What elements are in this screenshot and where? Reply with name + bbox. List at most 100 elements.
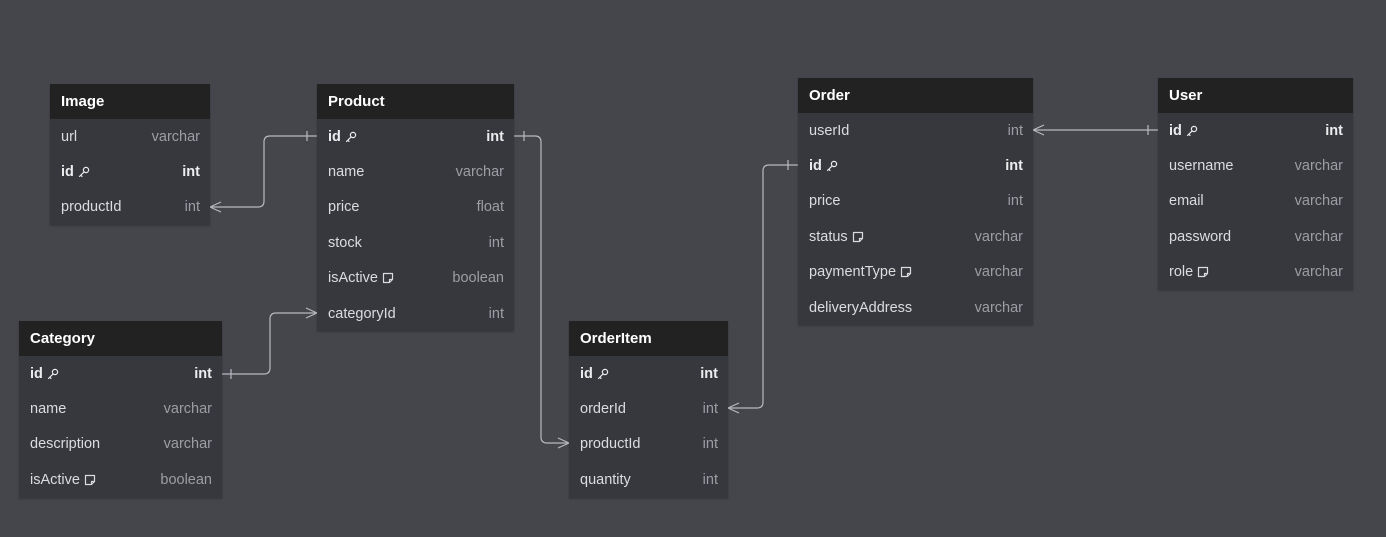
field-type: varchar [1294, 193, 1343, 210]
field-name: orderId [580, 401, 626, 417]
field-type: int [700, 365, 718, 382]
field-type: int [182, 164, 200, 181]
field-type: varchar [974, 264, 1023, 281]
field-name-text: id [809, 158, 822, 175]
product-field-price[interactable]: price float [317, 190, 514, 225]
field-name-text: url [61, 128, 78, 145]
field-name-text: name [30, 401, 67, 418]
field-name-text: userId [809, 122, 850, 139]
field-name: username [1169, 158, 1233, 174]
field-name: id [1169, 123, 1198, 139]
field-name: name [30, 401, 66, 417]
field-name: name [328, 164, 364, 180]
note-icon[interactable] [900, 266, 912, 278]
field-name-text: username [1169, 158, 1234, 175]
category-field-id[interactable]: id int [19, 356, 222, 391]
field-name: price [809, 193, 840, 209]
field-name-text: price [328, 199, 360, 216]
field-name: id [30, 366, 59, 382]
user-field-email[interactable]: email varchar [1158, 184, 1353, 219]
note-icon[interactable] [382, 272, 394, 284]
rel-product-category-line [222, 312, 317, 375]
table-header-user[interactable]: User [1158, 78, 1353, 113]
field-type: varchar [1294, 158, 1343, 175]
product-field-isactive[interactable]: isActive boolean [317, 261, 514, 296]
note-icon[interactable] [1197, 266, 1209, 278]
field-name: categoryId [328, 306, 396, 322]
field-name: status [809, 229, 864, 245]
field-type: int [488, 305, 504, 322]
field-type: int [194, 365, 212, 382]
field-name: url [61, 129, 77, 145]
product-field-categoryid[interactable]: categoryId int [317, 296, 514, 331]
category-field-name[interactable]: name varchar [19, 391, 222, 426]
field-type: int [486, 128, 504, 145]
user-field-username[interactable]: username varchar [1158, 148, 1353, 183]
field-name-text: price [809, 193, 841, 210]
field-name-text: productId [61, 199, 122, 216]
field-name-text: status [809, 228, 848, 245]
field-name-text: email [1169, 193, 1204, 210]
table-header-order-item[interactable]: OrderItem [569, 321, 728, 356]
rel-image-product-crowsfoot [209, 201, 222, 213]
note-icon[interactable] [84, 474, 96, 486]
field-type: varchar [163, 436, 212, 453]
field-name-text: orderId [580, 401, 626, 418]
order-item-field-quantity[interactable]: quantity int [569, 462, 728, 497]
table-header-product[interactable]: Product [317, 84, 514, 119]
field-type: float [476, 199, 504, 216]
field-type: varchar [163, 401, 212, 418]
field-name-text: id [61, 164, 74, 181]
key-icon [78, 166, 90, 178]
table-header-category[interactable]: Category [19, 321, 222, 356]
image-field-id[interactable]: id int [50, 154, 210, 189]
table-header-order[interactable]: Order [798, 78, 1033, 113]
field-type: varchar [1294, 228, 1343, 245]
note-icon[interactable] [852, 231, 864, 243]
key-icon [47, 368, 59, 380]
table-header-image[interactable]: Image [50, 84, 210, 119]
field-name: isActive [328, 270, 394, 286]
field-name: role [1169, 264, 1209, 280]
key-icon [1186, 125, 1198, 137]
user-field-password[interactable]: password varchar [1158, 219, 1353, 254]
field-name: quantity [580, 472, 631, 488]
field-name-text: password [1169, 228, 1232, 245]
field-type: boolean [452, 270, 504, 287]
rel-orderitem-product-line [514, 135, 569, 444]
field-type: int [702, 471, 718, 488]
field-name: email [1169, 193, 1204, 209]
field-name: productId [580, 436, 640, 452]
field-name-text: isActive [30, 471, 80, 488]
key-icon [826, 160, 838, 172]
